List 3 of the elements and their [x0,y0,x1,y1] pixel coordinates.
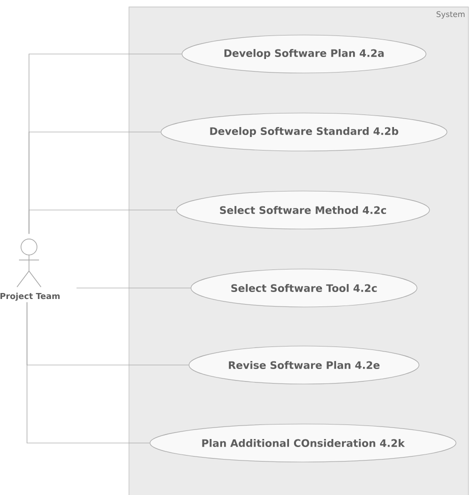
connector-line [28,210,176,234]
actor: Project Team [0,238,60,301]
connector-line [26,302,150,444]
